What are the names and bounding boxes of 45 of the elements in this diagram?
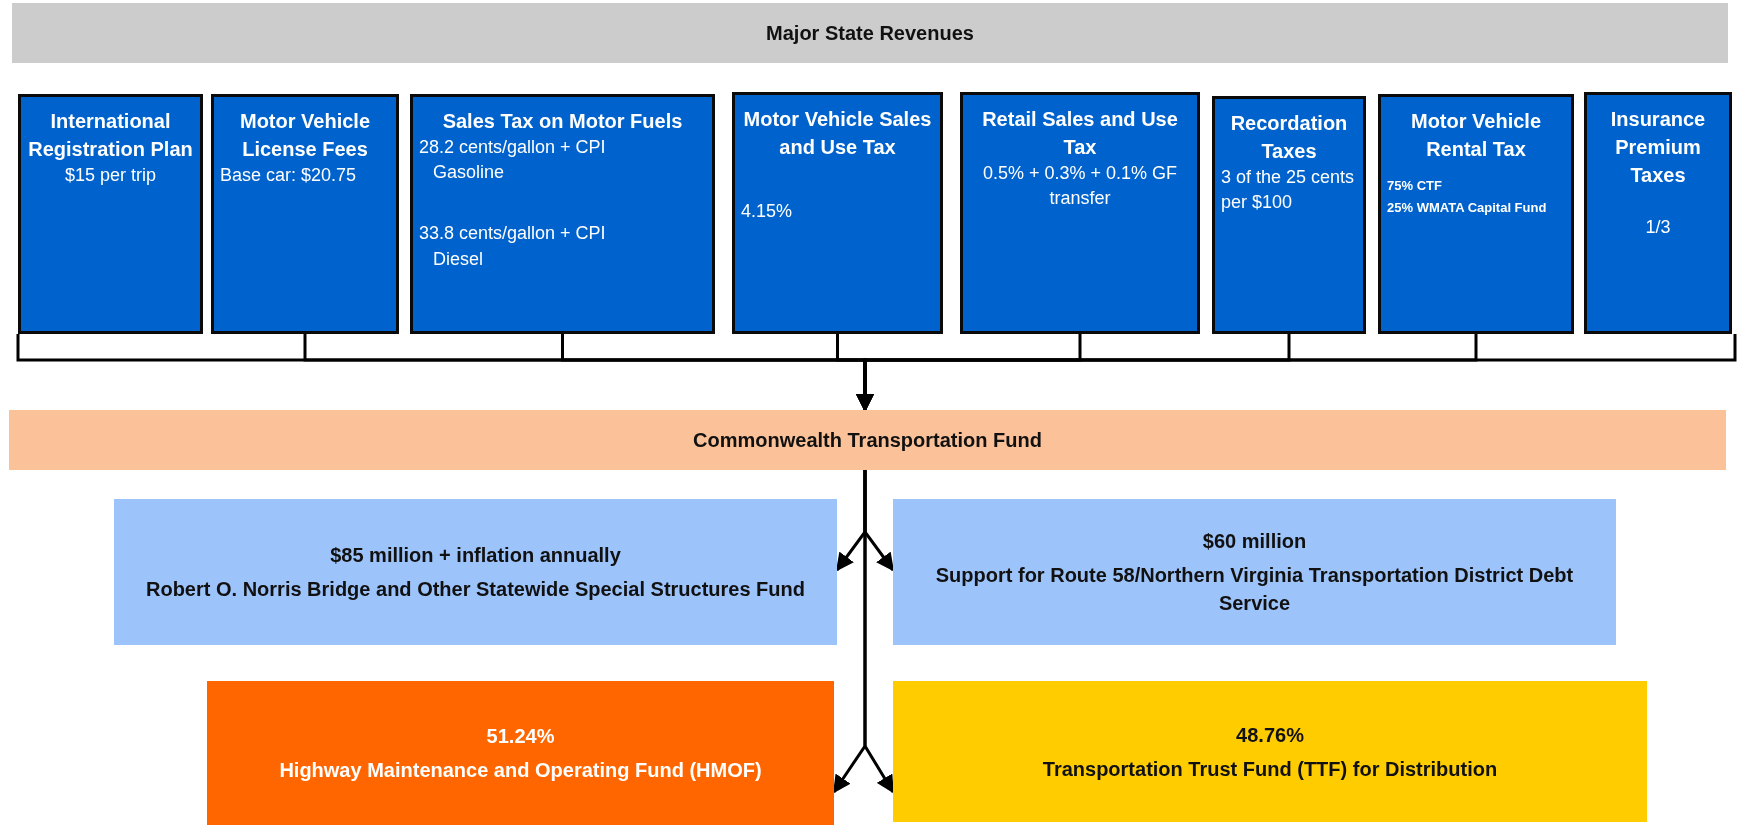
box-heading: International Registration Plan [27, 109, 194, 162]
box-heading: 51.24% [485, 724, 556, 749]
revenue-box [211, 94, 399, 334]
box-text: Highway Maintenance and Operating Fund (HMOF) [278, 758, 763, 783]
box-text: 0.5% + 0.3% + 0.1% GF transfer [981, 162, 1179, 211]
header-band [12, 3, 1728, 63]
box-text: 33.8 cents/gallon + CPI [419, 222, 607, 246]
arrow [863, 470, 895, 794]
box-text: 1/3 [1644, 216, 1672, 239]
box-text: 28.2 cents/gallon + CPI [419, 136, 607, 159]
box-text: 75% CTF [1387, 177, 1443, 195]
box-heading: Motor Vehicle Rental Tax [1410, 109, 1542, 162]
revenue-box [1212, 96, 1366, 334]
box-heading: Commonwealth Transportation Fund [692, 428, 1043, 453]
box-heading: 48.76% [1235, 722, 1305, 748]
fund-box [207, 681, 834, 825]
box-text: 25% WMATA Capital Fund [1387, 199, 1548, 218]
revenue-box [18, 94, 203, 334]
box-text: Support for Route 58/Northern Virginia Transportation District Debt Service [934, 563, 1575, 616]
box-heading: $60 million [1201, 529, 1308, 554]
box-text: Diesel [432, 247, 485, 271]
box-text: Transportation Trust Fund (TTF) for Distribution [1041, 756, 1499, 782]
revenue-box [960, 92, 1200, 334]
box-text: Base car: $20.75 [220, 164, 358, 187]
revenue-box [1584, 92, 1732, 334]
box-text: 3 of the 25 cents per $100 [1221, 166, 1356, 215]
box-heading: Recordation Taxes [1229, 111, 1349, 164]
box-heading: Retail Sales and Use Tax [981, 107, 1179, 160]
revenue-box [732, 92, 943, 334]
fund-band [9, 410, 1726, 470]
box-text: 4.15% [741, 200, 794, 223]
box-text: $15 per trip [63, 164, 158, 187]
box-heading: $85 million + inflation annually [329, 543, 622, 568]
revenue-box [410, 94, 715, 334]
box-heading: Insurance Premium Taxes [1609, 107, 1707, 188]
allocation-box [893, 499, 1616, 645]
box-text: Robert O. Norris Bridge and Other Statewide Special Structures Fund [145, 577, 806, 602]
box-heading: Sales Tax on Motor Fuels [441, 109, 684, 134]
box-heading: Motor Vehicle Sales and Use Tax [742, 107, 933, 160]
box-text: Gasoline [432, 161, 506, 185]
box-heading: Major State Revenues [765, 21, 975, 46]
revenue-box [1378, 94, 1574, 334]
fund-box [893, 681, 1647, 822]
box-heading: Motor Vehicle License Fees [239, 109, 371, 162]
allocation-box [114, 499, 837, 645]
